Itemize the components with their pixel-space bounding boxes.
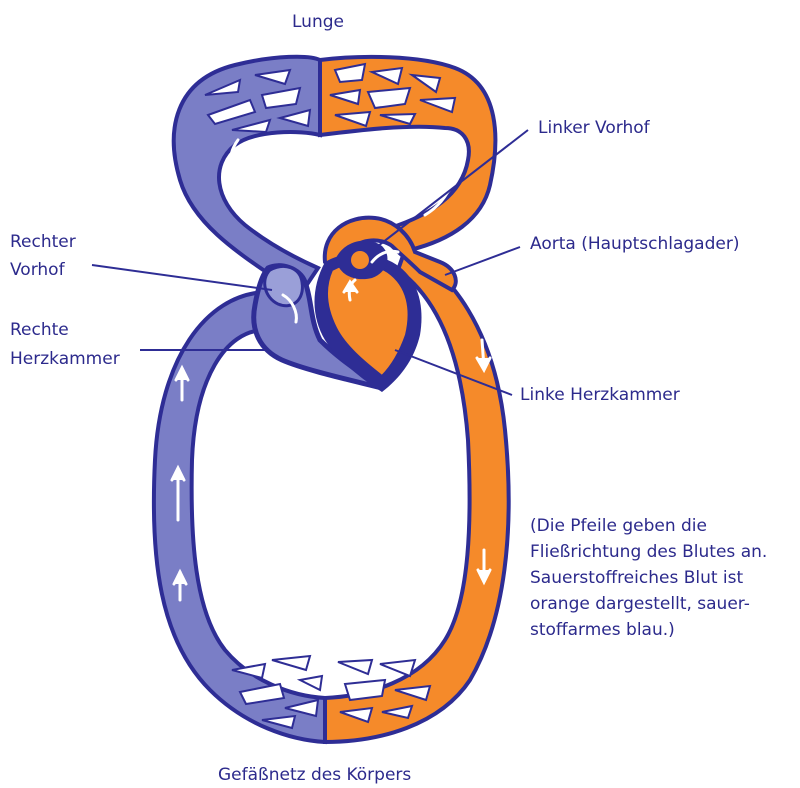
label-body-network: Gefäßnetz des Körpers — [218, 763, 411, 788]
label-right-atrium-1: Rechter — [10, 230, 76, 255]
note-line-2: Fließrichtung des Blutes an. — [530, 539, 767, 565]
label-right-ventricle-1: Rechte — [10, 318, 69, 343]
leader-right-atrium — [92, 265, 272, 290]
label-left-atrium: Linker Vorhof — [538, 116, 650, 141]
note-line-5: stoffarmes blau.) — [530, 617, 767, 643]
label-aorta: Aorta (Hauptschlagader) — [530, 232, 739, 257]
right-atrium — [265, 266, 303, 305]
leader-aorta — [445, 247, 520, 275]
legend-note: (Die Pfeile geben die Fließrichtung des … — [530, 513, 767, 643]
label-right-atrium-2: Vorhof — [10, 258, 65, 283]
label-lung: Lunge — [292, 10, 344, 35]
arrow-pulmonary — [231, 140, 248, 200]
note-line-1: (Die Pfeile geben die — [530, 513, 767, 539]
label-left-ventricle: Linke Herzkammer — [520, 383, 680, 408]
note-line-3: Sauerstoffreiches Blut ist — [530, 565, 767, 591]
note-line-4: orange dargestellt, sauer- — [530, 591, 767, 617]
label-right-ventricle-2: Herzkammer — [10, 347, 120, 372]
